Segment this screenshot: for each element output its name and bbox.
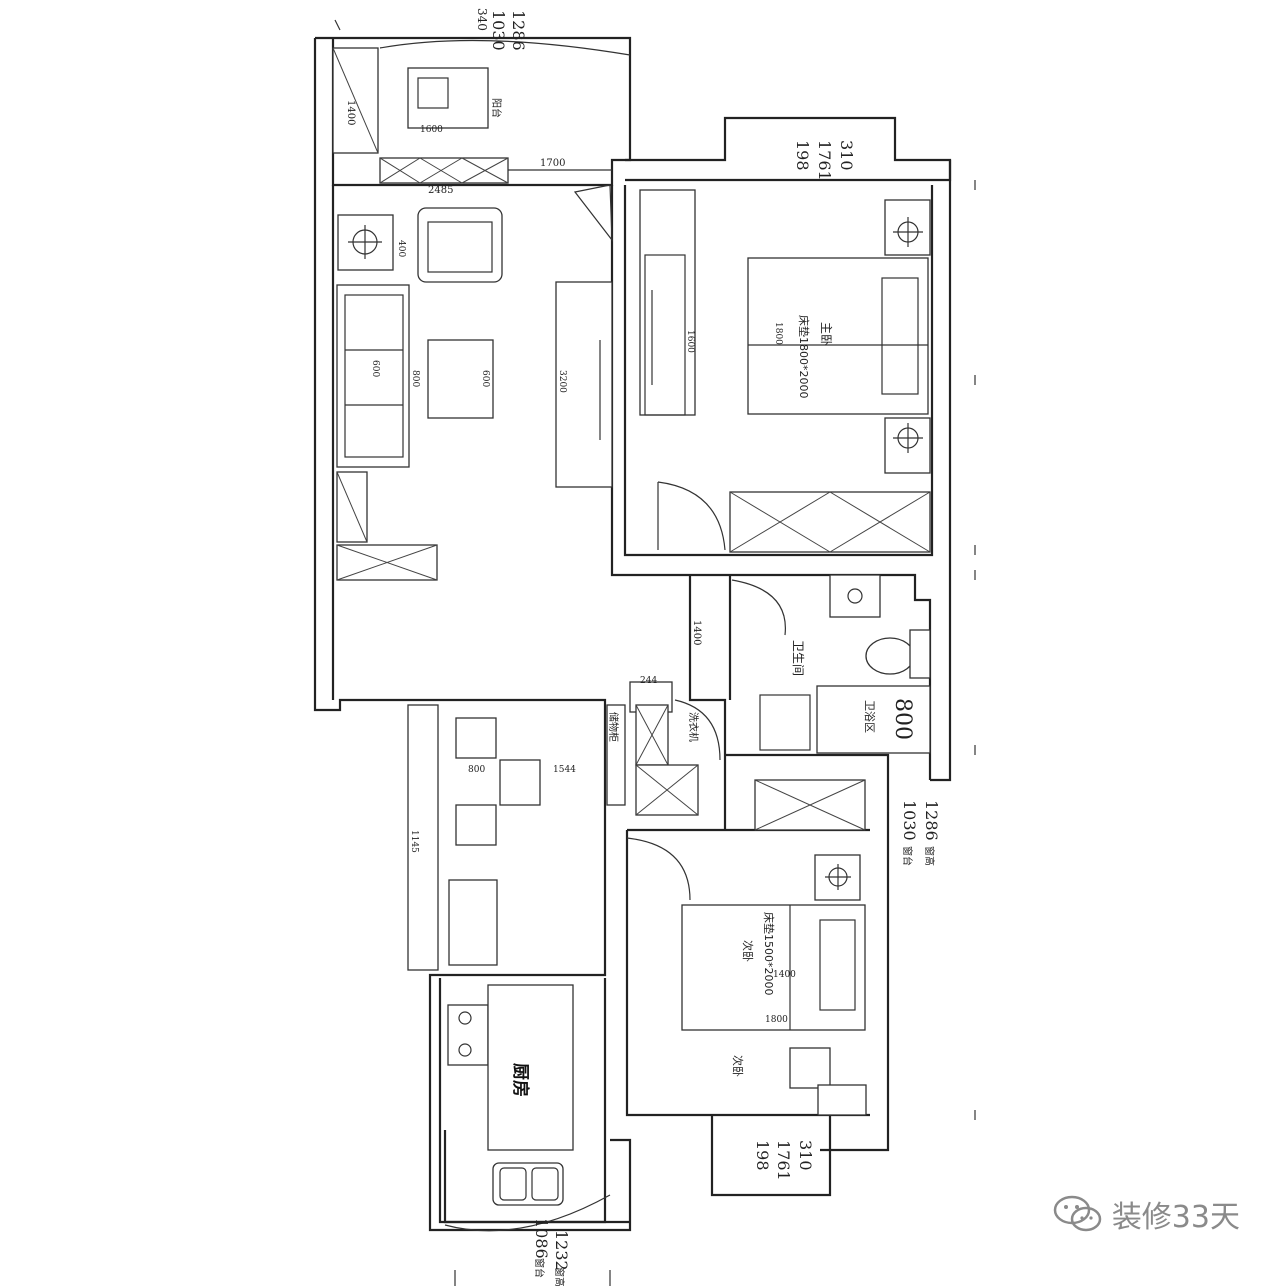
dim-kitchen-1145: 1145: [409, 830, 419, 853]
bed-second-size: 床垫1500*2000: [762, 912, 776, 996]
dim-right-a-note: 窗高: [923, 846, 936, 866]
dim-bath-label: 卫浴区: [863, 700, 876, 733]
dim-top-balcony-c: 340: [475, 8, 489, 31]
dim-bath-800: 800: [890, 698, 915, 740]
dim-second-1800: 1800: [765, 1015, 788, 1025]
room-second-label: 次卧: [741, 940, 755, 962]
room-kitchen-label: 厨房: [510, 1063, 531, 1097]
dim-second-win-c: 198: [753, 1140, 772, 1171]
dim-top-1400: 1400: [345, 100, 356, 125]
dining-area: [407, 681, 721, 971]
dim-master-win-c: 198: [793, 140, 812, 171]
dim-top-balcony-note: 阳台: [490, 98, 503, 118]
room-second-lower-label: 次卧: [731, 1055, 745, 1077]
kitchen: [444, 984, 611, 1232]
dim-bed-1800: 1800: [773, 322, 783, 345]
dim-table-600: 600: [480, 370, 490, 387]
dim-hall-1400: 1400: [691, 620, 702, 645]
dim-second-1400: 1400: [773, 970, 796, 980]
watermark-text: 装修33天: [1111, 1200, 1240, 1235]
dim-right-b-note: 窗台: [901, 846, 914, 866]
dimension-labels: 1286 1030 340 阳台 1600 2485 1700 1400 310…: [345, 8, 941, 1286]
bed-master-size: 床垫1800*2000: [797, 315, 811, 399]
dim-top-balcony-b: 1030: [489, 10, 508, 51]
dim-bottom-a-note: 窗高: [553, 1267, 566, 1286]
dim-top-balcony-a: 1286: [509, 10, 528, 51]
room-master-label: 主卧: [819, 322, 833, 346]
dim-bath-244: 244: [640, 676, 657, 686]
dim-top-1700: 1700: [540, 158, 565, 169]
dim-top-1600: 1600: [420, 125, 443, 135]
dim-second-win-a: 310: [796, 1140, 815, 1171]
dim-sofa-800: 800: [410, 370, 420, 387]
wechat-icon: [1053, 1195, 1102, 1232]
room-labels: 主卧 床垫1800*2000 卫生间 厨房 次卧 床垫1500*2000 次卧 …: [510, 315, 833, 1097]
dim-master-win-b: 1761: [815, 140, 834, 181]
dim-master-win-a: 310: [837, 140, 856, 171]
dim-right-b: 1030: [900, 800, 919, 841]
watermark: 装修33天: [1052, 1192, 1240, 1236]
outer-walls: [313, 36, 952, 1232]
dim-bottom-b-note: 窗台: [533, 1258, 546, 1278]
dimension-ticks: [454, 180, 976, 1286]
dim-side-400: 400: [396, 240, 406, 257]
second-bedroom: [626, 779, 867, 1116]
dim-wardrobe-1600: 1600: [685, 330, 695, 353]
dim-right-a: 1286: [922, 800, 941, 841]
master-bedroom: [639, 189, 931, 553]
dim-top-2485: 2485: [428, 185, 453, 196]
bathroom: [731, 574, 931, 754]
living-room: [336, 184, 613, 581]
dim-bottom-b: 1086: [532, 1218, 551, 1259]
dim-dining-800: 800: [468, 765, 485, 775]
room-bathroom-label: 卫生间: [791, 640, 805, 676]
cabinet-label: 储物柜: [607, 712, 620, 742]
top-balcony: [332, 19, 631, 184]
dim-second-win-b: 1761: [774, 1140, 793, 1181]
dim-sofa-600: 600: [370, 360, 380, 377]
dim-dining-1544: 1544: [553, 765, 576, 775]
dim-tv-3200: 3200: [557, 370, 567, 393]
washer-label: 洗衣机: [687, 712, 700, 742]
dim-bottom-a: 1232: [552, 1230, 571, 1271]
